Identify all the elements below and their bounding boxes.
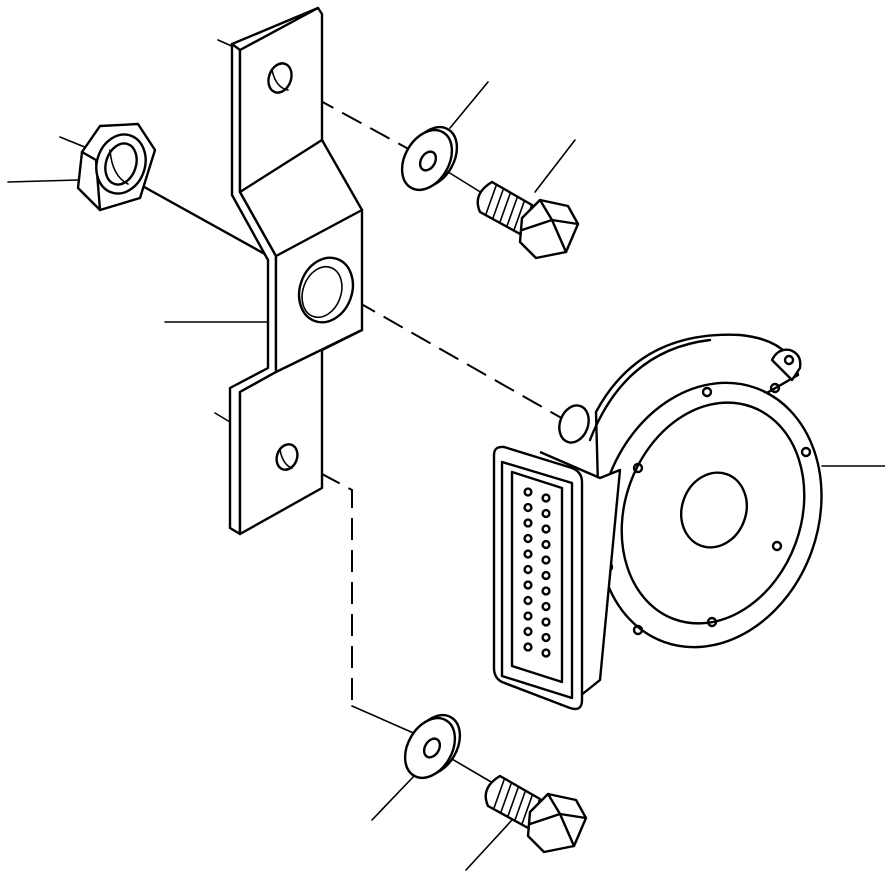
hex-nut-thread [109,149,129,185]
bracket-center-hole [297,256,355,324]
connector-pin [541,648,551,658]
leader-line-lower-bolt [465,819,513,871]
connector-pin [523,611,533,621]
lower-washer-hole [422,737,442,759]
connector-pin [523,549,533,559]
connector-pin [523,487,533,497]
axis-lower-hole-down [291,457,353,706]
connector-pin [523,626,533,637]
connector-pin [541,508,551,519]
horn-center-boss [680,471,748,549]
horn-connector-face [510,470,564,684]
mounting-bracket [228,6,364,536]
connector-pin [523,595,533,606]
connector-pin [523,533,533,544]
upper-bolt-head-edge-3 [520,218,554,232]
bracket-lower-hole [275,443,299,471]
horn-connector-pins [523,487,551,658]
connector-pin [523,642,533,652]
leader-line-upper-washer [449,81,489,129]
bracket-top-edge [230,6,320,46]
connector-pin [541,632,551,643]
upper-bolt-thread [485,185,525,231]
lower-washer [403,713,462,780]
connector-pin [541,617,551,627]
leader-line-nut-left [7,179,79,183]
upper-hex-bolt [476,180,580,260]
connector-pin [541,570,551,581]
lower-bolt-head-edge-3 [528,812,562,826]
leader-line-upper-bolt [534,139,576,193]
axis-bracket-to-horn-stud [327,284,566,421]
connector-pin [523,580,533,590]
upper-washer-hole [418,150,438,172]
connector-pin [523,518,533,528]
horn-ear-hole [783,354,795,366]
connector-pin [541,493,551,503]
connector-pin [541,555,551,565]
electric-horn [492,333,823,711]
connector-pin [541,601,551,612]
horn-connector-frame [500,460,574,700]
hex-nut-bore [104,142,138,186]
leader-lines [7,39,885,871]
leader-line-lower-washer [371,774,416,821]
axis-to-lower-washer [351,705,419,736]
bracket-lower-bend [274,328,364,374]
bracket-upper-bend [238,138,324,194]
horn-mounting-stud [558,404,590,444]
connector-pin [523,564,533,575]
bracket-front-face [238,6,364,536]
upper-bolt-head-edge-2 [550,218,580,226]
lower-bolt-head-edge-2 [558,812,588,820]
connector-pin [541,539,551,550]
bracket-middle-bend [274,208,364,258]
axis-upper-hole-to-washer [285,81,426,159]
lower-bolt-thread [493,779,533,825]
horn-flange-inner-ring [620,401,806,625]
assembly-center-lines [126,81,566,787]
horn-rear-rim [588,338,712,442]
lower-washer-face [403,716,457,780]
connector-pin [541,586,551,596]
hex-nut [76,122,157,212]
horn-connector-housing [492,445,584,711]
bracket-upper-hole [267,62,293,94]
connector-pin [523,502,533,513]
connector-pin [541,524,551,534]
axis-nut-to-bracket [126,176,274,260]
upper-washer-face [400,128,454,192]
upper-washer [400,125,459,192]
lower-hex-bolt [484,774,588,854]
